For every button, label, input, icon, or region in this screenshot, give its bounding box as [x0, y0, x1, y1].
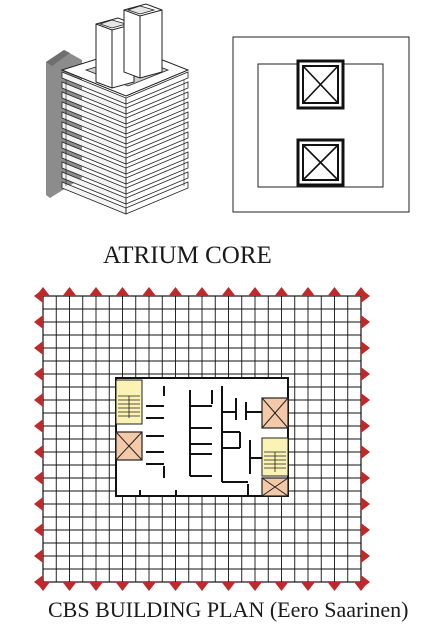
triangular-perimeter-column-icon	[361, 315, 370, 329]
atrium-core-caption: ATRIUM CORE	[103, 242, 272, 269]
triangular-perimeter-column-icon	[274, 287, 289, 296]
floor-slab	[61, 101, 189, 135]
triangular-perimeter-column-icon	[327, 287, 342, 296]
triangular-perimeter-column-icon	[89, 582, 103, 591]
floor-slab	[61, 161, 189, 195]
triangular-perimeter-column-icon	[248, 287, 262, 296]
plan-caption: CBS BUILDING PLAN (Eero Saarinen)	[48, 597, 409, 622]
triangular-perimeter-column-icon	[361, 419, 370, 433]
central-core	[115, 377, 289, 497]
triangular-perimeter-column-icon	[62, 582, 77, 591]
elevator-shaft-cross-icon	[296, 138, 345, 187]
triangular-perimeter-column-icon	[34, 445, 43, 459]
triangular-perimeter-column-icon	[361, 289, 370, 303]
triangular-perimeter-column-icon	[34, 289, 43, 303]
triangular-perimeter-column-icon	[361, 367, 370, 381]
triangular-perimeter-column-icon	[34, 575, 43, 589]
building-floor-plan	[34, 287, 370, 591]
triangular-perimeter-column-icon	[34, 549, 43, 563]
triangular-perimeter-column-icon	[301, 287, 315, 296]
triangular-perimeter-column-icon	[34, 497, 43, 511]
triangular-perimeter-column-icon	[142, 582, 156, 591]
triangular-perimeter-column-icon	[221, 287, 236, 296]
perimeter-columns	[34, 287, 370, 591]
triangular-perimeter-column-icon	[168, 287, 183, 296]
triangular-perimeter-column-icon	[34, 523, 43, 537]
triangular-perimeter-column-icon	[195, 287, 209, 296]
triangular-perimeter-column-icon	[168, 582, 183, 591]
triangular-perimeter-column-icon	[327, 582, 342, 591]
elevator-shaft-cross-icon	[261, 477, 289, 497]
triangular-perimeter-column-icon	[142, 287, 156, 296]
elevator-shaft-cross-icon	[296, 59, 345, 110]
triangular-perimeter-column-icon	[361, 575, 370, 589]
elevator-shaft-cross-icon	[115, 431, 143, 461]
triangular-perimeter-column-icon	[361, 471, 370, 485]
triangular-perimeter-column-icon	[115, 287, 130, 296]
triangular-perimeter-column-icon	[274, 582, 289, 591]
triangular-perimeter-column-icon	[361, 445, 370, 459]
atrium-core-plan-icon	[232, 36, 410, 213]
triangular-perimeter-column-icon	[248, 582, 262, 591]
triangular-perimeter-column-icon	[361, 497, 370, 511]
triangular-perimeter-column-icon	[221, 582, 236, 591]
triangular-perimeter-column-icon	[34, 393, 43, 407]
triangular-perimeter-column-icon	[62, 287, 77, 296]
triangular-perimeter-column-icon	[34, 341, 43, 355]
floor-slab	[61, 171, 189, 205]
isometric-tower-massing-icon	[46, 3, 190, 215]
triangular-perimeter-column-icon	[361, 393, 370, 407]
triangular-perimeter-column-icon	[301, 582, 315, 591]
triangular-perimeter-column-icon	[89, 287, 103, 296]
triangular-perimeter-column-icon	[115, 582, 130, 591]
triangular-perimeter-column-icon	[34, 419, 43, 433]
triangular-perimeter-column-icon	[361, 341, 370, 355]
triangular-perimeter-column-icon	[34, 315, 43, 329]
triangular-perimeter-column-icon	[195, 582, 209, 591]
triangular-perimeter-column-icon	[361, 549, 370, 563]
elevator-shaft-cross-icon	[261, 397, 289, 429]
triangular-perimeter-column-icon	[361, 523, 370, 537]
triangular-perimeter-column-icon	[34, 367, 43, 381]
triangular-perimeter-column-icon	[34, 471, 43, 485]
